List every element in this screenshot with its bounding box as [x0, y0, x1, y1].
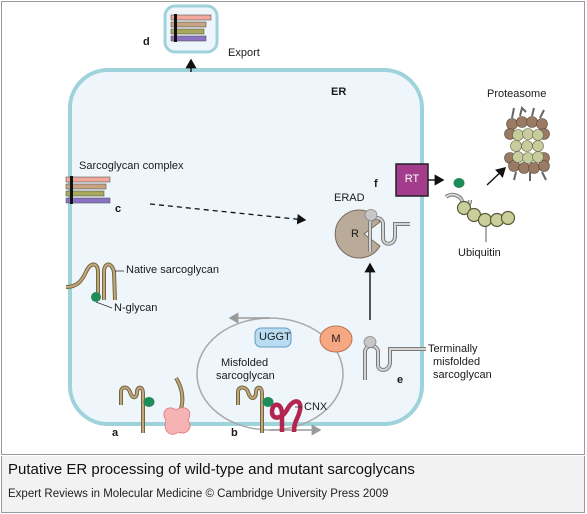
dashed-arrow-to-erad — [149, 203, 307, 225]
n-glycan-label: N-glycan — [114, 302, 158, 314]
terminally-label-3: sarcoglycan — [433, 369, 492, 381]
proteasome-label: Proteasome — [487, 88, 547, 100]
er-label: ER — [331, 86, 347, 98]
misfolded-label-2: sarcoglycan — [216, 370, 275, 382]
cytosolic-glycan — [453, 178, 465, 188]
arrow-to-proteasome — [486, 167, 507, 186]
m-label: M — [331, 333, 341, 345]
export-label: Export — [228, 47, 260, 59]
terminally-label-1: Terminally — [428, 343, 478, 355]
cnx-label: CNX — [304, 401, 328, 413]
panel-letter-b: b — [231, 427, 238, 439]
figure-caption: Putative ER processing of wild-type and … — [8, 461, 415, 478]
uggt-enzyme — [254, 327, 292, 348]
nglycan-pointer — [95, 301, 113, 309]
misfolded-sarcoglycan-b — [236, 385, 274, 433]
sarcoglycan-complex-label: Sarcoglycan complex — [79, 160, 184, 172]
mannosidase — [319, 325, 353, 353]
panel-letter-f: f — [374, 178, 378, 190]
retrotranslocon — [395, 163, 429, 197]
panel-letter-c: c — [115, 203, 122, 215]
rt-label: RT — [404, 173, 420, 185]
glycoprotein-a — [119, 385, 155, 433]
ubiquitin-label: Ubiquitin — [458, 247, 501, 259]
caption-panel — [1, 456, 585, 513]
native-sarcoglycan-label: Native sarcoglycan — [126, 264, 219, 276]
misfolded-label-1: Misfolded — [221, 357, 269, 369]
panel-letter-e: e — [397, 374, 404, 386]
er-processing-diagram — [65, 4, 550, 436]
terminally-label-2: misfolded — [433, 356, 481, 368]
proteasome-icon — [504, 106, 550, 181]
erad-label: ERAD — [334, 192, 365, 204]
sarcoglycan-complex — [65, 176, 111, 204]
ubiquitin-chain — [456, 200, 516, 228]
panel-letter-a: a — [112, 427, 119, 439]
terminally-misfolded-sarcoglycan — [363, 336, 426, 380]
cnx-b — [269, 399, 303, 433]
figure-credit: Expert Reviews in Molecular Medicine © C… — [8, 488, 389, 500]
native-sarcoglycan — [65, 262, 117, 302]
panel-letter-d: d — [143, 36, 150, 48]
calnexin-a — [163, 376, 191, 435]
exported-sarcoglycan-complex — [170, 14, 212, 42]
erad-substrate — [364, 209, 410, 252]
r-label: R — [351, 228, 359, 240]
uggt-label: UGGT — [259, 331, 291, 343]
